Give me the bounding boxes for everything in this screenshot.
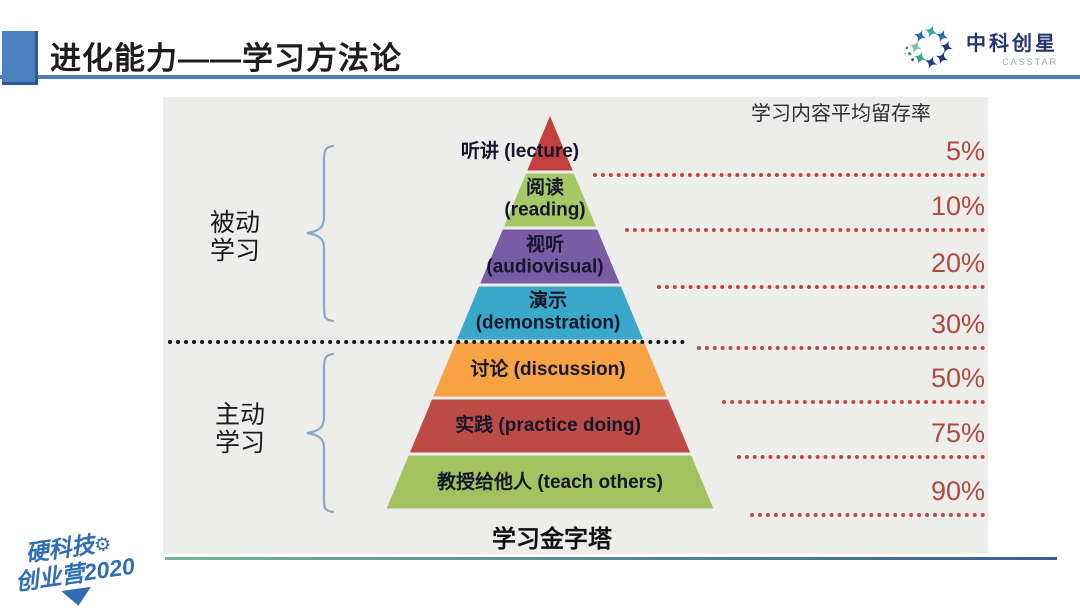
retention-dotted-line-5 [722, 400, 985, 404]
bottom-rule [165, 557, 1057, 560]
group-braces [306, 144, 335, 514]
pyramid-level-4-label: 演示(demonstration) [475, 290, 621, 334]
pyramid-caption: 学习金字塔 [492, 526, 612, 553]
pyramid-level-7 [386, 455, 714, 509]
pyramid-level-1 [527, 116, 573, 171]
title-accent-square [2, 31, 38, 85]
retention-percentage-7: 90% [930, 476, 985, 506]
pyramid-chart [386, 116, 714, 509]
camp-logo: 硬科技⚙ 创业营2020 [9, 520, 139, 608]
pyramid-level-5-label: 讨论 (discussion) [470, 358, 626, 380]
retention-percentage-3: 20% [930, 248, 985, 278]
pyramid-level-1-label: 听讲 (lecture) [460, 140, 580, 162]
passive-group-brace [306, 144, 335, 323]
passive-learning-label: 被动学习 [210, 209, 261, 265]
pyramid-level-5 [433, 342, 667, 397]
retention-column-header: 学习内容平均留存率 [751, 103, 931, 125]
pyramid-level-3-label: 视听(audiovisual) [486, 234, 604, 278]
pyramid-level-6 [409, 399, 691, 453]
brand-name: 中科创星 [966, 33, 1058, 55]
retention-dotted-line-3 [657, 285, 985, 289]
retention-percentage-2: 10% [930, 191, 985, 221]
pyramid-level-4 [456, 286, 644, 340]
retention-dotted-line-7 [750, 513, 985, 517]
pyramid-level-2 [504, 173, 596, 227]
retention-percentage-5: 50% [930, 363, 985, 393]
active-group-brace [306, 352, 335, 514]
pyramid-level-3 [480, 229, 620, 284]
title-underline [0, 75, 1080, 79]
retention-dotted-line-4 [697, 346, 985, 350]
pyramid-level-2-label: 阅读(reading) [504, 177, 586, 221]
passive-active-divider [168, 340, 685, 344]
casstar-star-ring-icon [904, 25, 953, 69]
casstar-logo: 中科创星 CASSTAR [902, 18, 1058, 76]
retention-dotted-line-1 [593, 173, 985, 177]
learning-pyramid-panel: 学习内容平均留存率 学习金字塔 听讲 (lecture) 5% 阅读(reading… [163, 97, 988, 554]
retention-percentage-4: 30% [930, 309, 985, 339]
brand-subname: CASSTAR [1002, 57, 1058, 67]
retention-dotted-line-6 [737, 455, 985, 459]
retention-percentage-1: 5% [945, 136, 985, 166]
pyramid-level-6-label: 实践 (practice doing) [455, 414, 641, 436]
pyramid-level-7-label: 教授给他人 (teach others) [437, 471, 663, 493]
page-title: 进化能力——学习方法论 [50, 41, 402, 76]
retention-percentage-6: 75% [930, 418, 985, 448]
active-learning-label: 主动学习 [215, 401, 266, 457]
retention-dotted-line-2 [625, 228, 985, 232]
